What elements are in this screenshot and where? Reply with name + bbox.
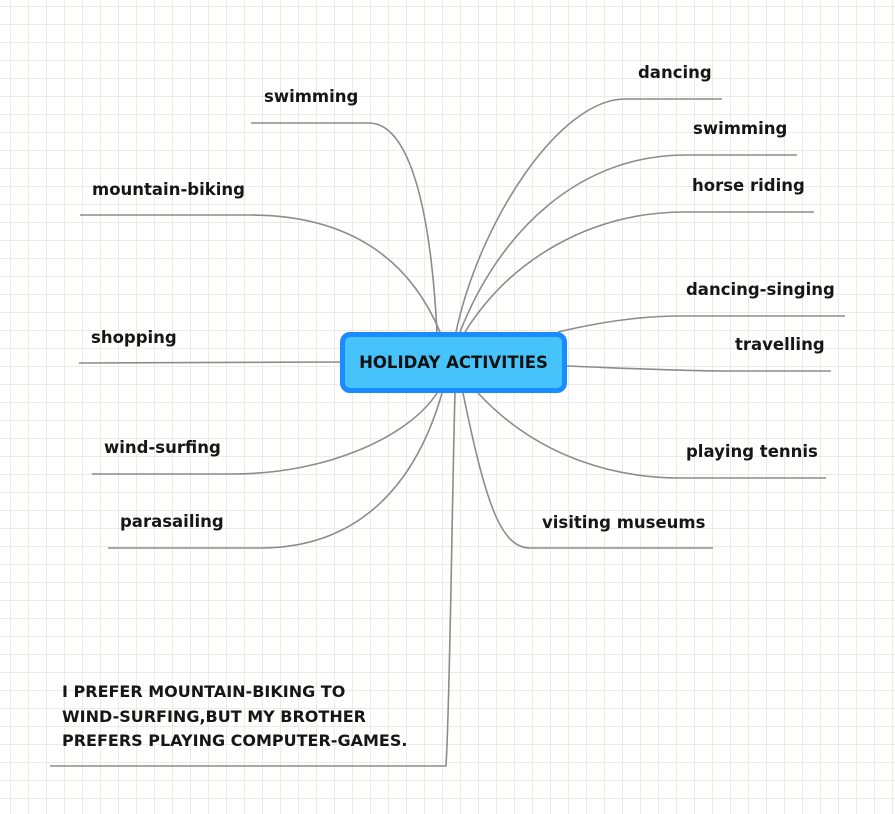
connector-mountain-biking (80, 214, 441, 333)
topic-playing-tennis[interactable]: playing tennis (686, 442, 818, 461)
connector-swimming-right (459, 154, 797, 333)
connector-dancing (455, 98, 722, 333)
note-text[interactable]: I PREFER MOUNTAIN-BIKING TO WIND-SURFING… (62, 680, 407, 754)
topic-swimming-left[interactable]: swimming (264, 87, 359, 106)
note-line: I PREFER MOUNTAIN-BIKING TO (62, 682, 346, 701)
topic-travelling[interactable]: travelling (735, 335, 825, 354)
topic-mountain-biking[interactable]: mountain-biking (92, 180, 245, 199)
topic-wind-surfing[interactable]: wind-surfing (104, 438, 221, 457)
topic-swimming-right[interactable]: swimming (693, 119, 788, 138)
central-topic-node[interactable]: HOLIDAY ACTIVITIES (340, 332, 567, 393)
topic-dancing-singing[interactable]: dancing-singing (686, 280, 835, 299)
connector-travelling (566, 365, 831, 372)
connector-visiting-museums (462, 392, 713, 549)
connector-wind-surfing (92, 392, 438, 475)
topic-parasailing[interactable]: parasailing (120, 512, 224, 531)
connector-parasailing (108, 392, 443, 549)
connector-playing-tennis (477, 392, 826, 479)
connector-dancing-singing (557, 315, 845, 333)
topic-visiting-museums[interactable]: visiting museums (542, 513, 706, 532)
connector-shopping (78, 361, 341, 364)
connector-swimming-left (251, 122, 438, 333)
topic-shopping[interactable]: shopping (91, 328, 177, 347)
topic-dancing[interactable]: dancing (638, 63, 712, 82)
note-line: WIND-SURFING,BUT MY BROTHER (62, 706, 366, 726)
note-line: PREFERS PLAYING COMPUTER-GAMES. (62, 731, 408, 750)
connector-note (50, 392, 456, 767)
topic-horse-riding[interactable]: horse riding (692, 176, 805, 195)
central-topic-label: HOLIDAY ACTIVITIES (359, 353, 548, 372)
connector-horse-riding (464, 211, 814, 333)
